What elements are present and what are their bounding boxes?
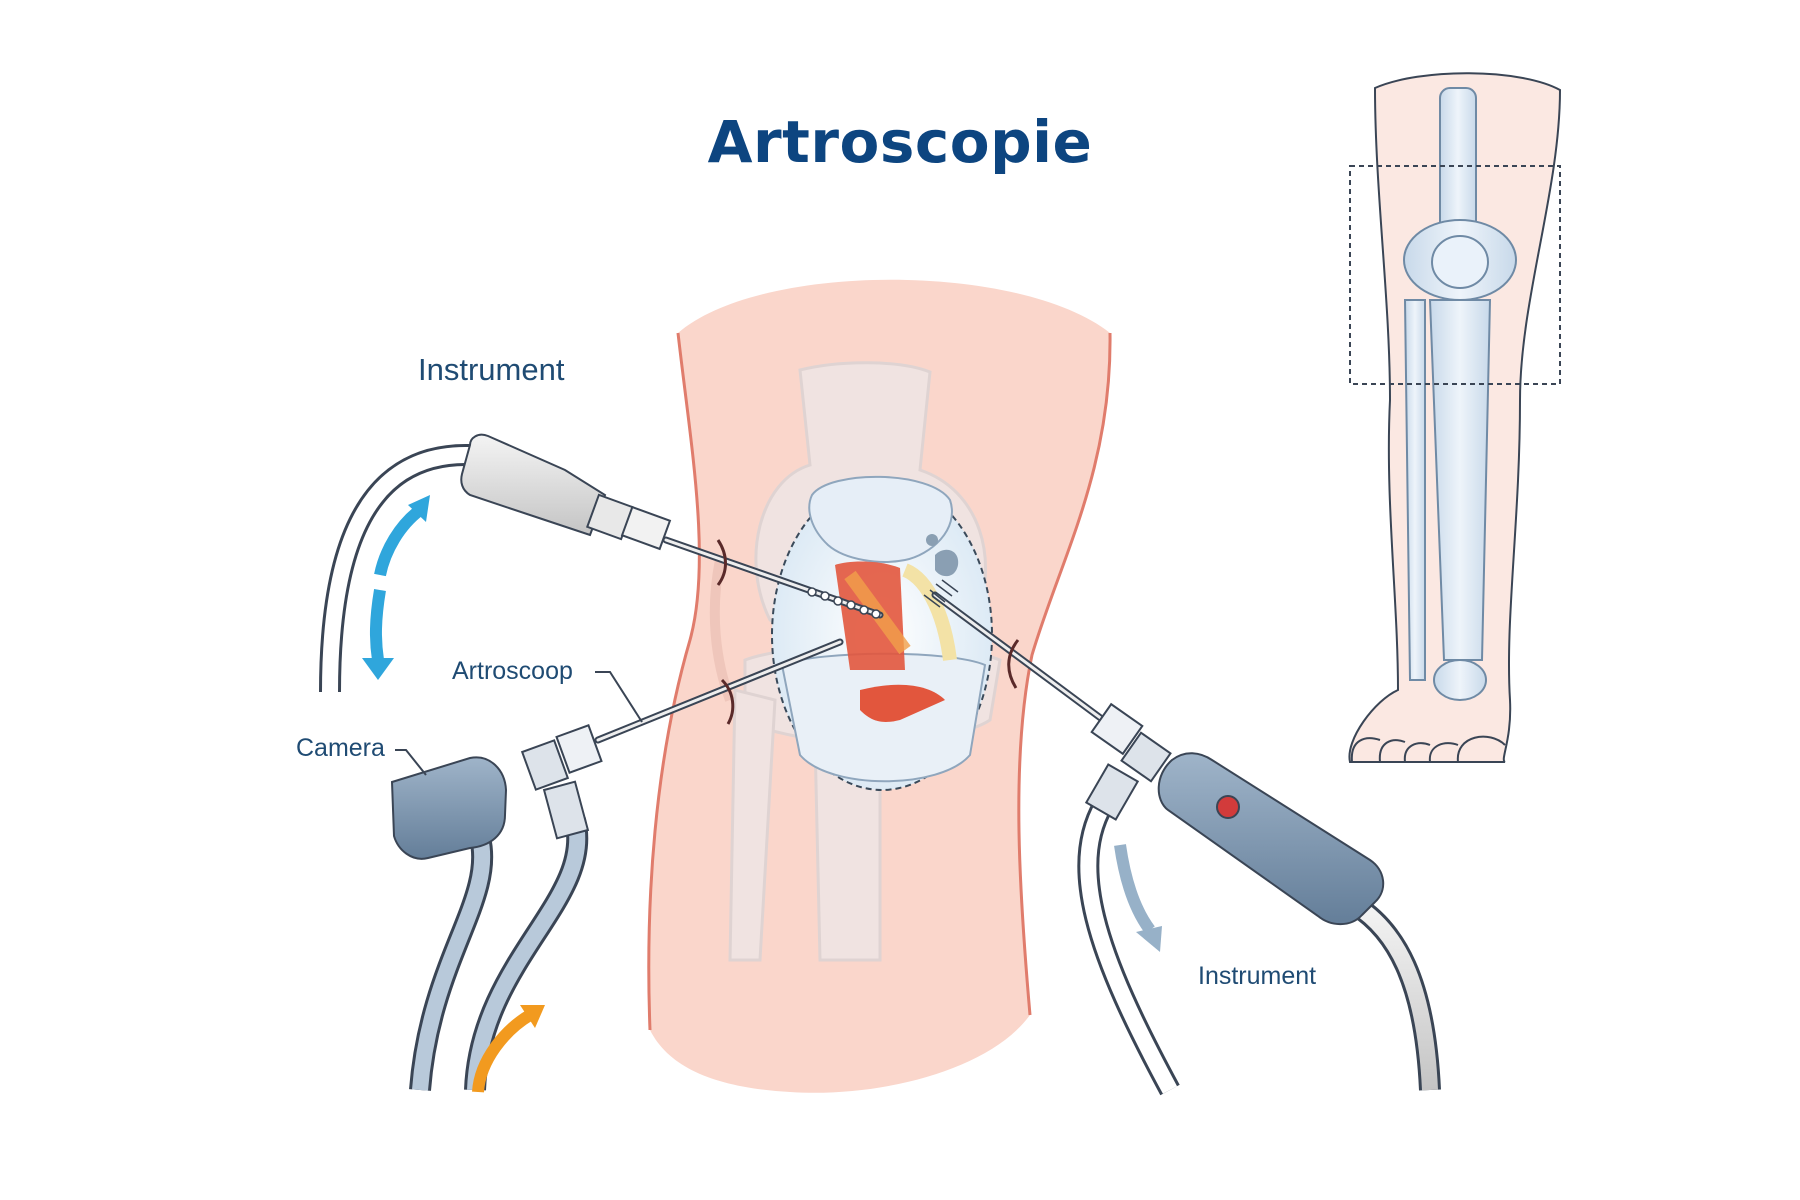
label-camera: Camera (296, 734, 385, 762)
top-instrument (319, 433, 884, 693)
label-instrument-right: Instrument (1198, 962, 1317, 990)
arthroscope (390, 638, 844, 1091)
flow-arrows (362, 495, 1162, 1093)
leader-lines (395, 671, 643, 776)
right-instrument (923, 579, 1441, 1096)
label-artroscoop: Artroscoop (452, 657, 573, 685)
page-title: Artroscopie (707, 108, 1093, 176)
label-instrument-top: Instrument (418, 352, 565, 387)
leg-overview (1348, 72, 1562, 763)
